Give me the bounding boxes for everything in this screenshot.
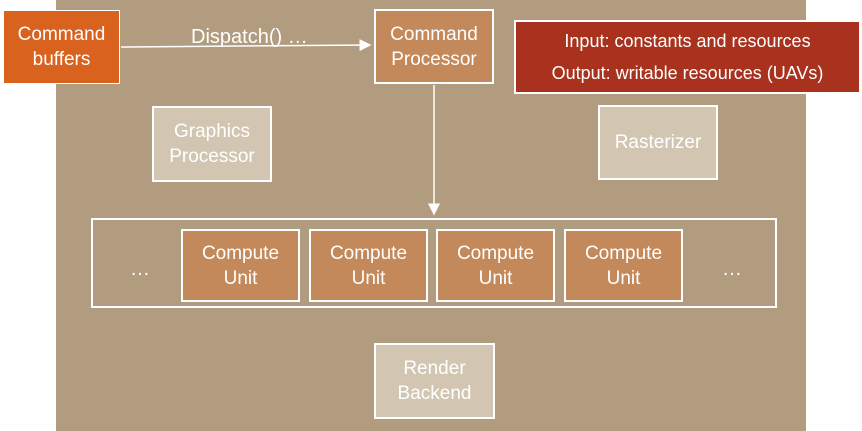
- rasterizer-box: Rasterizer: [598, 105, 718, 180]
- compute-unit-label-2: Unit: [223, 267, 258, 289]
- compute-unit-label-2: Unit: [606, 267, 641, 289]
- compute-unit-label-1: Compute: [456, 242, 535, 264]
- rasterizer-label: Rasterizer: [614, 132, 702, 153]
- compute-unit-label-1: Compute: [201, 242, 280, 264]
- compute-unit-2: Compute Unit: [309, 229, 428, 302]
- io-input-text: Input: constants and resources: [564, 30, 811, 51]
- dispatch-label: Dispatch() …: [191, 26, 308, 48]
- dispatch-arrow: [120, 39, 372, 52]
- command-buffers-label-2: buffers: [32, 49, 91, 70]
- compute-unit-1: Compute Unit: [181, 229, 300, 302]
- compute-unit-label-1: Compute: [584, 242, 663, 264]
- render-backend-box: Render Backend: [374, 343, 495, 419]
- compute-unit-3: Compute Unit: [436, 229, 555, 302]
- compute-unit-label-1: Compute: [329, 242, 408, 264]
- compute-unit-4: Compute Unit: [564, 229, 683, 302]
- io-note-box: Input: constants and resources Output: w…: [514, 20, 861, 94]
- render-backend-label-2: Backend: [397, 383, 472, 404]
- graphics-processor-box: Graphics Processor: [152, 106, 272, 182]
- ellipsis-left: …: [130, 258, 150, 280]
- command-processor-label-2: Processor: [391, 48, 477, 70]
- graphics-processor-label-2: Processor: [169, 146, 255, 167]
- compute-unit-group: … Compute Unit Compute Unit Compute Unit…: [91, 218, 777, 308]
- command-processor-box: Command Processor: [374, 9, 494, 84]
- compute-unit-label-2: Unit: [351, 267, 386, 289]
- command-processor-label-1: Command: [390, 23, 478, 45]
- io-output-text: Output: writable resources (UAVs): [551, 62, 824, 83]
- graphics-processor-label-1: Graphics: [173, 121, 251, 142]
- ellipsis-right: …: [722, 258, 742, 280]
- command-buffers-label-1: Command: [17, 24, 106, 45]
- command-buffers-box: Command buffers: [3, 10, 120, 84]
- compute-unit-label-2: Unit: [478, 267, 513, 289]
- render-backend-label-1: Render: [403, 358, 466, 379]
